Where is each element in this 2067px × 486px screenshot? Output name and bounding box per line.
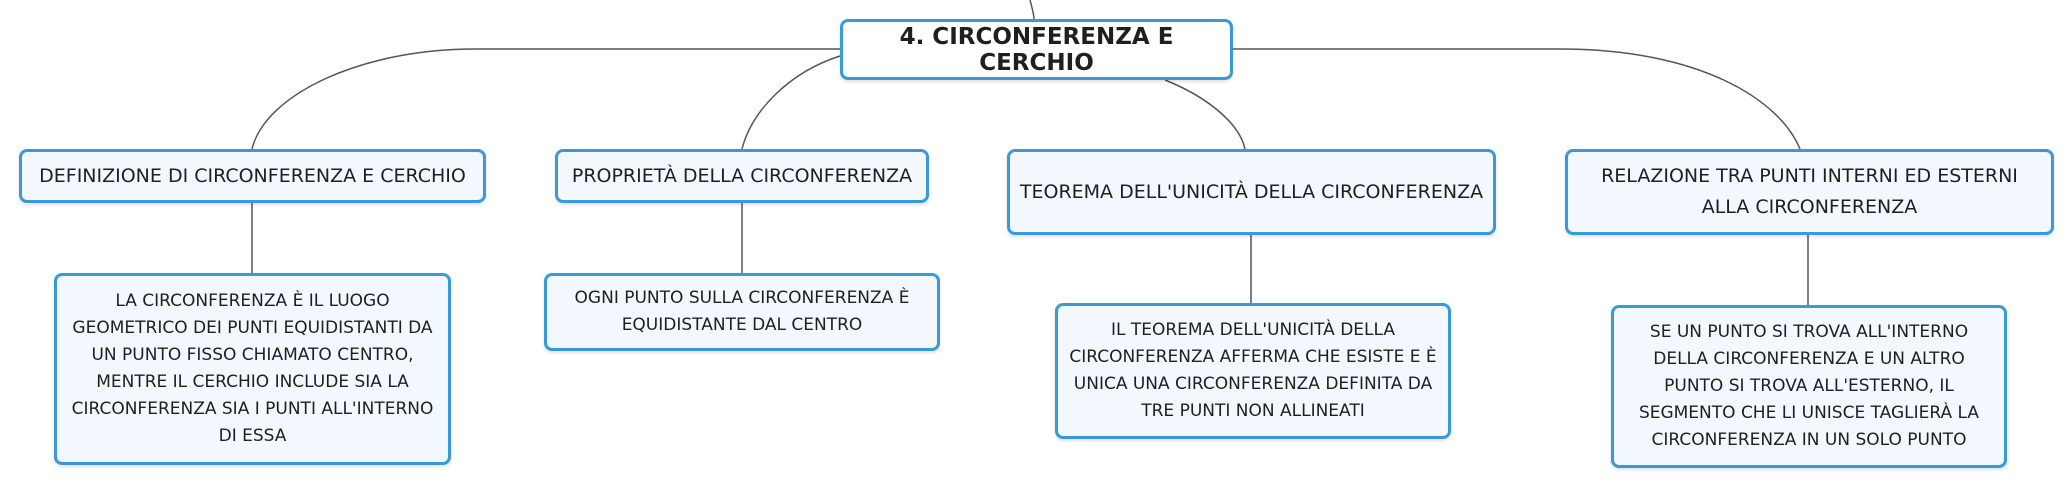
detail-node-text: OGNI PUNTO SULLA CIRCONFERENZA È EQUIDIS…	[574, 288, 910, 335]
root-node[interactable]: 4. CIRCONFERENZA E CERCHIO	[840, 19, 1233, 80]
topic-node-teorema[interactable]: TEOREMA DELL'UNICITÀ DELLA CIRCONFERENZA	[1007, 149, 1496, 235]
detail-node-text: IL TEOREMA DELL'UNICITÀ DELLA CIRCONFERE…	[1069, 320, 1437, 421]
topic-node-label: TEOREMA DELL'UNICITÀ DELLA CIRCONFERENZA	[1019, 180, 1484, 203]
topic-node-proprieta[interactable]: PROPRIETÀ DELLA CIRCONFERENZA	[555, 149, 929, 203]
topic-node-label: DEFINIZIONE DI CIRCONFERENZA E CERCHIO	[39, 164, 466, 187]
detail-node-teorema[interactable]: IL TEOREMA DELL'UNICITÀ DELLA CIRCONFERE…	[1055, 303, 1451, 439]
connector-root-topic-4	[1233, 48, 1801, 150]
connector-root-topic-2	[741, 55, 841, 150]
detail-node-text: LA CIRCONFERENZA È IL LUOGO GEOMETRICO D…	[71, 291, 434, 446]
connector-root-topic-3	[1164, 79, 1246, 150]
detail-node-relazione[interactable]: SE UN PUNTO SI TROVA ALL'INTERNO DELLA C…	[1611, 305, 2007, 468]
connector-root-topic-1	[251, 48, 840, 150]
root-node-label: 4. CIRCONFERENZA E CERCHIO	[899, 23, 1174, 76]
topic-node-label: RELAZIONE TRA PUNTI INTERNI ED ESTERNI A…	[1601, 165, 2018, 218]
detail-node-text: SE UN PUNTO SI TROVA ALL'INTERNO DELLA C…	[1638, 322, 1980, 450]
detail-node-definizione[interactable]: LA CIRCONFERENZA È IL LUOGO GEOMETRICO D…	[54, 273, 451, 465]
topic-node-relazione[interactable]: RELAZIONE TRA PUNTI INTERNI ED ESTERNI A…	[1565, 149, 2054, 235]
topic-node-definizione[interactable]: DEFINIZIONE DI CIRCONFERENZA E CERCHIO	[19, 149, 486, 203]
connector-root-parent	[1029, 0, 1035, 20]
topic-node-label: PROPRIETÀ DELLA CIRCONFERENZA	[571, 164, 913, 187]
detail-node-proprieta[interactable]: OGNI PUNTO SULLA CIRCONFERENZA È EQUIDIS…	[544, 273, 940, 351]
